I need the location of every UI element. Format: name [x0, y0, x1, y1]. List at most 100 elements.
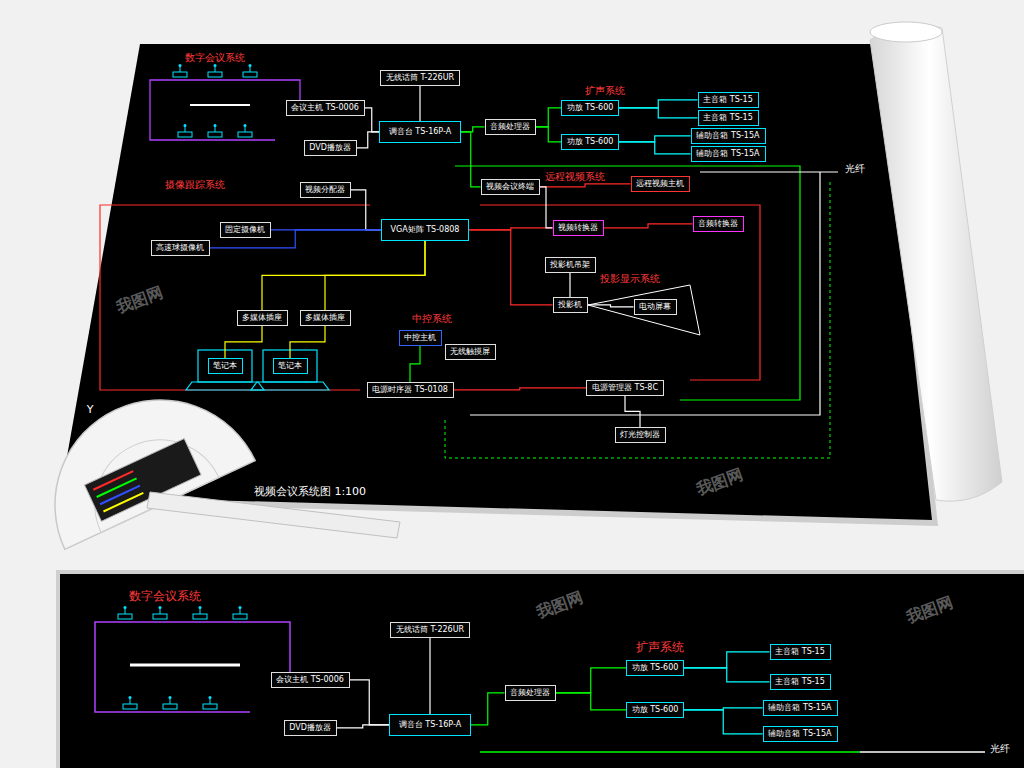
- legend-sheet-image: [103, 493, 143, 512]
- microphone-symbol: [243, 64, 257, 77]
- device-label: 主音箱 TS-15: [703, 113, 754, 123]
- watermark: 我图网: [693, 465, 746, 499]
- device-box: 投影机: [553, 297, 588, 313]
- device-box: 视频会议终端: [481, 179, 540, 195]
- cable-line: [619, 142, 691, 154]
- microphone-symbol: [208, 64, 222, 77]
- device-label: 灯光控制器: [620, 430, 661, 440]
- device-box: 功放 TS-600: [626, 660, 684, 676]
- device-label: 固定摄像机: [225, 225, 266, 235]
- protractor-arm: [147, 492, 400, 538]
- microphone-symbol: [203, 696, 217, 709]
- cable-line: [469, 230, 553, 305]
- cable-line: [619, 108, 698, 118]
- device-label: 功放 TS-600: [566, 103, 614, 113]
- system-heading: Y: [86, 404, 95, 416]
- microphone-symbol: [208, 124, 222, 137]
- conference-table: [130, 664, 240, 667]
- device-label: 音频处理器: [510, 688, 551, 698]
- device-box: 多媒体插座: [237, 310, 288, 326]
- device-box: 视频分配器: [300, 182, 351, 198]
- device-box: 主音箱 TS-15: [770, 674, 831, 690]
- cable-line: [325, 241, 425, 310]
- device-box: 灯光控制器: [615, 427, 666, 443]
- cable-line: [351, 190, 382, 230]
- device-box: 无线触摸屏: [445, 344, 496, 360]
- device-label: 主音箱 TS-15: [775, 677, 826, 687]
- microphone-symbol: [233, 606, 247, 619]
- device-box: 功放 TS-600: [561, 100, 619, 116]
- device-box: 音频处理器: [485, 119, 536, 135]
- paper-roll-end: [870, 22, 942, 42]
- device-box: 主音箱 TS-15: [698, 110, 759, 126]
- system-heading: 数字会议系统: [184, 52, 246, 63]
- device-label: 辅助音箱 TS-15A: [696, 149, 761, 159]
- device-label: 视频会议终端: [486, 182, 535, 192]
- cable-line: [536, 127, 562, 142]
- microphone-symbol: [153, 606, 167, 619]
- device-label: 功放 TS-600: [631, 705, 679, 715]
- laptop-symbol: [251, 382, 329, 390]
- cable-line: [454, 388, 587, 390]
- conference-table: [190, 104, 250, 106]
- device-box: 功放 TS-600: [561, 134, 619, 150]
- device-label: VGA矩阵 TS-0808: [390, 225, 460, 235]
- device-label: DVD播放器: [309, 143, 352, 153]
- signal-wire: [480, 751, 860, 752]
- device-box: 电源时序器 TS-0108: [367, 382, 454, 398]
- device-box: 调音台 TS-16P-A: [379, 121, 461, 143]
- cable-line: [290, 326, 325, 358]
- fiber-line: [700, 171, 838, 172]
- device-label: 调音台 TS-16P-A: [388, 127, 452, 137]
- system-heading: 中控系统: [411, 313, 453, 324]
- device-label: 功放 TS-600: [566, 137, 614, 147]
- device-label: 无线话筒 T-226UR: [385, 73, 455, 83]
- cable-line: [461, 132, 481, 187]
- cable-line: [619, 136, 691, 142]
- cable-line: [604, 224, 693, 228]
- cable-line: [619, 100, 698, 108]
- signal-wire: [470, 172, 820, 415]
- cable-line: [350, 680, 390, 725]
- cable-line: [337, 725, 390, 728]
- cable-line: [536, 108, 562, 127]
- device-box: 会议主机 TS-0006: [286, 100, 365, 116]
- system-heading: 数字会议系统: [128, 590, 202, 603]
- cable-line: [262, 241, 425, 310]
- device-label: 电动屏幕: [639, 302, 672, 312]
- fiber-line: [860, 751, 985, 752]
- device-label: 音频处理器: [490, 122, 531, 132]
- microphone-symbol: [178, 124, 192, 137]
- legend-sheet-image: [93, 471, 133, 490]
- device-box: 电源管理器 TS-8C: [586, 380, 664, 396]
- device-label: 无线触摸屏: [450, 347, 491, 357]
- device-label: 多媒体插座: [242, 313, 283, 323]
- microphone-symbol: [238, 124, 252, 137]
- device-box: 调音台 TS-16P-A: [389, 714, 471, 736]
- device-box: DVD播放器: [304, 140, 357, 156]
- system-heading: 摄像跟踪系统: [164, 179, 226, 190]
- device-label: 功放 TS-600: [631, 663, 679, 673]
- watermark: 我图网: [113, 283, 166, 317]
- legend-sheet-image: [97, 478, 137, 497]
- conference-loop: [150, 80, 300, 140]
- cable-line: [625, 396, 640, 427]
- cable-line: [410, 346, 420, 382]
- device-box: 电动屏幕: [634, 299, 677, 315]
- cable-line: [684, 710, 763, 734]
- protractor: [20, 365, 255, 549]
- cable-line: [556, 668, 627, 693]
- cable-line: [569, 273, 570, 297]
- device-box: 辅助音箱 TS-15A: [763, 700, 838, 716]
- device-label: 笔记本: [278, 361, 303, 371]
- device-label: 无线话筒 T-226UR: [395, 625, 465, 635]
- device-label: 多媒体插座: [305, 313, 346, 323]
- device-label: 主音箱 TS-15: [775, 647, 826, 657]
- microphone-symbol: [118, 606, 132, 619]
- system-heading: 远程视频系统: [544, 171, 606, 182]
- device-label: 调音台 TS-16P-A: [398, 720, 462, 730]
- cable-line: [684, 652, 770, 668]
- device-label: 视频转换器: [558, 223, 599, 233]
